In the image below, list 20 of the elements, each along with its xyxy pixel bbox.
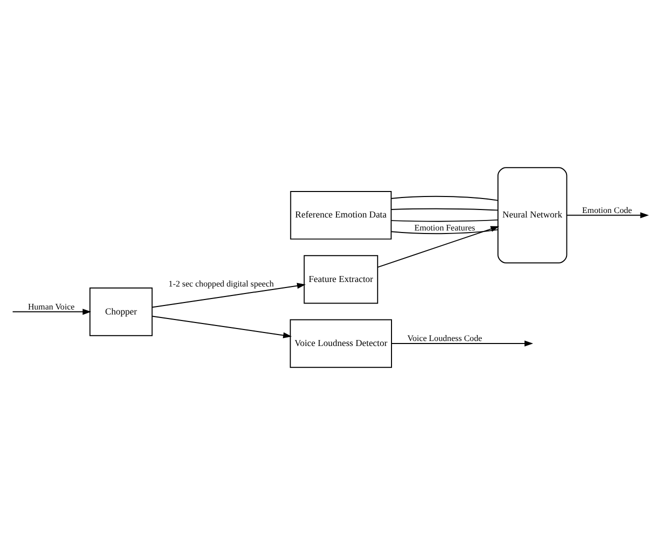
arrow — [12, 308, 92, 315]
edge-label: Emotion Features — [414, 222, 476, 233]
arrow — [152, 282, 306, 308]
arrow — [377, 226, 500, 268]
arrow — [152, 316, 292, 338]
node-box: Feature Extractor — [304, 255, 378, 304]
edge-label: 1-2 sec chopped digital speech — [168, 278, 274, 288]
edge-label: Human Voice — [28, 301, 75, 312]
node-box: Reference Emotion Data — [290, 190, 392, 240]
connector — [390, 219, 498, 222]
arrow — [391, 340, 534, 347]
node-box: Neural Network — [497, 167, 568, 264]
connector — [390, 208, 498, 211]
connector — [390, 229, 498, 234]
arrow — [566, 212, 649, 218]
node-box: Chopper — [89, 288, 153, 336]
node-box: Voice Loudness Detector — [290, 319, 392, 368]
connector — [390, 196, 498, 201]
edge-label: Voice Loudness Code — [407, 333, 482, 344]
edge-label: Emotion Code — [582, 204, 632, 215]
